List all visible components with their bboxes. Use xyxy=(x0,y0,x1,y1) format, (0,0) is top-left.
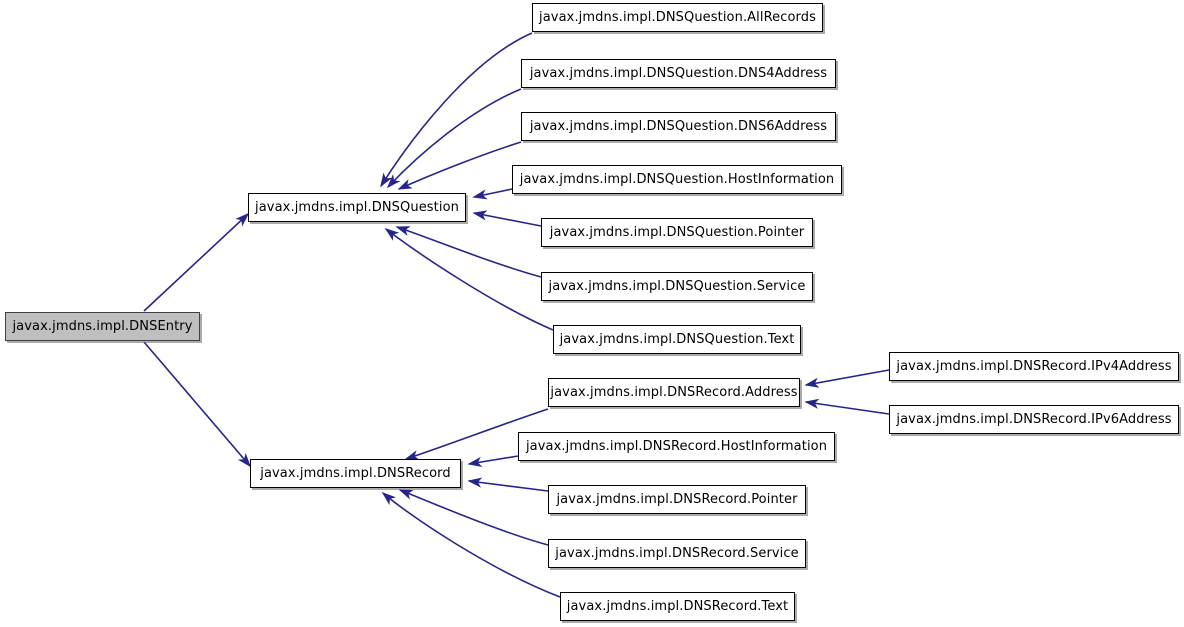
class-node-q-hostinfo[interactable]: javax.jmdns.impl.DNSQuestion.HostInforma… xyxy=(512,165,842,194)
class-node-dnsquestion[interactable]: javax.jmdns.impl.DNSQuestion xyxy=(248,193,466,222)
class-node-r-pointer[interactable]: javax.jmdns.impl.DNSRecord.Pointer xyxy=(548,485,806,514)
class-node-r-ipv4[interactable]: javax.jmdns.impl.DNSRecord.IPv4Address xyxy=(889,352,1179,381)
edge-dnsrecord-to-dnsentry xyxy=(143,341,252,468)
edge-dnsquestion-to-dnsentry xyxy=(143,212,250,312)
class-node-label: javax.jmdns.impl.DNSQuestion.Pointer xyxy=(549,225,805,240)
edge-rpointer-to-dnsrecord xyxy=(467,477,549,492)
class-node-r-hostinfo[interactable]: javax.jmdns.impl.DNSRecord.HostInformati… xyxy=(518,432,835,461)
edge-dns6-to-dnsquestion xyxy=(397,141,522,190)
class-node-label: javax.jmdns.impl.DNSQuestion.Service xyxy=(548,279,806,294)
class-node-label: javax.jmdns.impl.DNSRecord.Address xyxy=(550,385,798,400)
class-node-dnsentry[interactable]: javax.jmdns.impl.DNSEntry xyxy=(5,312,200,341)
class-node-label: javax.jmdns.impl.DNSQuestion.AllRecords xyxy=(539,10,816,25)
class-node-r-service[interactable]: javax.jmdns.impl.DNSRecord.Service xyxy=(548,539,806,568)
class-node-label: javax.jmdns.impl.DNSRecord.Text xyxy=(566,599,789,614)
edge-rtext-to-dnsrecord xyxy=(381,491,561,598)
class-node-r-text[interactable]: javax.jmdns.impl.DNSRecord.Text xyxy=(560,592,795,621)
edge-ipv4-to-address xyxy=(804,369,890,388)
class-node-q-service[interactable]: javax.jmdns.impl.DNSQuestion.Service xyxy=(541,272,813,301)
class-node-label: javax.jmdns.impl.DNSQuestion.DNS4Address xyxy=(529,66,828,81)
class-node-label: javax.jmdns.impl.DNSQuestion.DNS6Address xyxy=(529,119,828,134)
class-node-label: javax.jmdns.impl.DNSRecord.Service xyxy=(555,546,799,561)
class-node-label: javax.jmdns.impl.DNSRecord.HostInformati… xyxy=(525,439,828,454)
class-node-label: javax.jmdns.impl.DNSRecord xyxy=(260,466,451,481)
edge-service-to-dnsquestion xyxy=(395,226,542,278)
class-node-q-text[interactable]: javax.jmdns.impl.DNSQuestion.Text xyxy=(553,325,801,354)
edge-dns4-to-dnsquestion xyxy=(386,88,522,189)
edge-text-to-dnsquestion xyxy=(384,228,554,331)
class-node-label: javax.jmdns.impl.DNSRecord.Pointer xyxy=(556,492,798,507)
class-node-label: javax.jmdns.impl.DNSQuestion.Text xyxy=(559,332,795,347)
class-node-dnsrecord[interactable]: javax.jmdns.impl.DNSRecord xyxy=(250,459,461,488)
edge-pointer-to-dnsquestion xyxy=(472,210,542,227)
class-node-label: javax.jmdns.impl.DNSQuestion xyxy=(255,200,459,215)
class-node-q-dns4[interactable]: javax.jmdns.impl.DNSQuestion.DNS4Address xyxy=(521,59,836,88)
class-node-q-dns6[interactable]: javax.jmdns.impl.DNSQuestion.DNS6Address xyxy=(521,112,836,141)
class-node-label: javax.jmdns.impl.DNSRecord.IPv4Address xyxy=(896,359,1172,374)
class-node-label: javax.jmdns.impl.DNSEntry xyxy=(12,319,193,334)
class-node-q-allrecords[interactable]: javax.jmdns.impl.DNSQuestion.AllRecords xyxy=(532,3,823,32)
edge-allrecords-to-dnsquestion xyxy=(380,32,533,188)
class-node-r-address[interactable]: javax.jmdns.impl.DNSRecord.Address xyxy=(548,378,800,407)
class-node-label: javax.jmdns.impl.DNSRecord.IPv6Address xyxy=(896,412,1172,427)
edge-hostinfo-to-dnsquestion xyxy=(472,188,513,200)
edge-rservice-to-dnsrecord xyxy=(398,489,549,546)
edge-ipv6-to-address xyxy=(804,398,890,415)
class-node-r-ipv6[interactable]: javax.jmdns.impl.DNSRecord.IPv6Address xyxy=(889,405,1179,434)
class-node-label: javax.jmdns.impl.DNSQuestion.HostInforma… xyxy=(519,172,835,187)
class-node-q-pointer[interactable]: javax.jmdns.impl.DNSQuestion.Pointer xyxy=(541,218,813,247)
edge-rhostinfo-to-dnsrecord xyxy=(467,455,519,467)
